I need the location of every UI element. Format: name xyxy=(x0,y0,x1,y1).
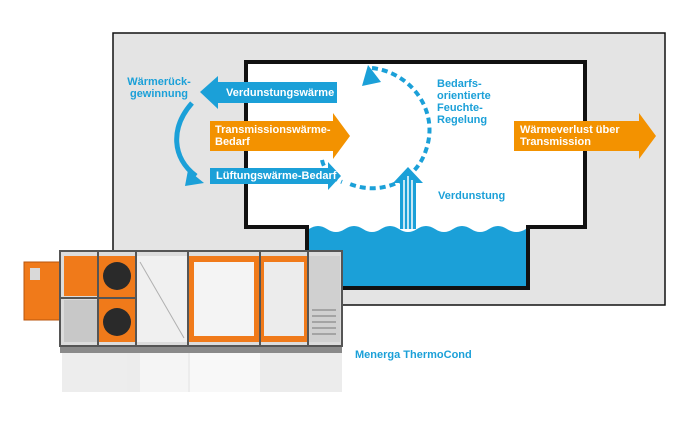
heat-recovery-label: Wärmerück- gewinnung xyxy=(127,76,191,100)
ventilation-demand-arrow xyxy=(210,162,341,190)
humidity-cycle-path xyxy=(349,66,432,191)
dotted-circular-arrow-icon xyxy=(362,65,381,86)
product-name: Menerga ThermoCond xyxy=(355,349,472,361)
humidity-control-label: Bedarfs- orientierte Feuchte- Regelung xyxy=(437,78,491,126)
unit-control-cabinet xyxy=(23,261,63,321)
transmission-demand-label: Transmissionswärme- Bedarf xyxy=(215,124,331,148)
evaporation-heat-arrow xyxy=(200,76,337,109)
humidity-cycle-left xyxy=(320,159,343,184)
heat-loss-arrow xyxy=(514,113,656,159)
unit-reflection xyxy=(62,352,342,392)
unit-base xyxy=(60,345,342,353)
ventilation-demand-label: Lüftungswärme-Bedarf xyxy=(216,170,337,182)
transmission-demand-arrow xyxy=(210,113,350,159)
evaporation-arrow-stripes xyxy=(403,176,413,229)
heat-loss-label: Wärmeverlust über Transmission xyxy=(520,124,620,148)
heat-recovery-curve xyxy=(174,101,198,178)
pool-water xyxy=(309,226,526,286)
evaporation-label: Verdunstung xyxy=(438,190,506,202)
curved-arrow-down-icon xyxy=(185,170,204,186)
evaporation-heat-label: Verdunstungswärme xyxy=(226,87,335,99)
